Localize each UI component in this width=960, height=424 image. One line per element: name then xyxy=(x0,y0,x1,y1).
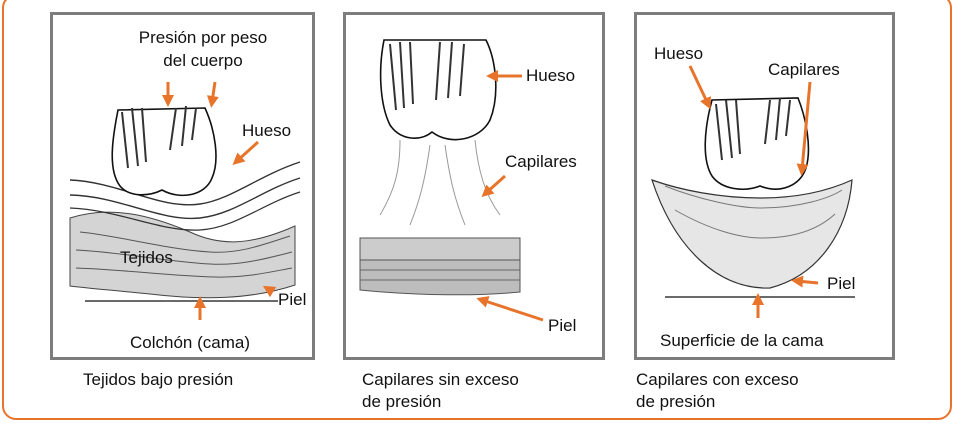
caption-capillaries-excess-pressure: Capilares con exceso de presión xyxy=(636,370,799,411)
label-bone: Hueso xyxy=(242,121,292,141)
caption-tissues-under-pressure: Tejidos bajo presión xyxy=(83,370,234,389)
tissue-layers-drawing xyxy=(69,105,301,302)
caption-capillaries-no-pressure: Capilares sin exceso de presión xyxy=(362,370,519,411)
label-mattress: Colchón (cama) xyxy=(130,333,250,352)
arrows xyxy=(162,65,819,322)
label-capillaries: Capilares xyxy=(505,152,577,171)
label-skin: Piel xyxy=(827,274,856,293)
label-bone: Hueso xyxy=(654,44,704,63)
label-bed-surface: Superficie de la cama xyxy=(660,331,824,350)
label-tissues: Tejidos xyxy=(120,248,173,267)
label-pressure-body-weight: Presión por peso del cuerpo xyxy=(138,28,268,70)
label-skin: Piel xyxy=(548,316,577,335)
capillaries-compressed-drawing xyxy=(651,97,855,298)
label-capillaries: Capilares xyxy=(768,60,840,79)
label-bone: Hueso xyxy=(526,66,576,85)
label-skin: Piel xyxy=(278,290,307,310)
capillaries-normal-drawing xyxy=(359,39,521,296)
